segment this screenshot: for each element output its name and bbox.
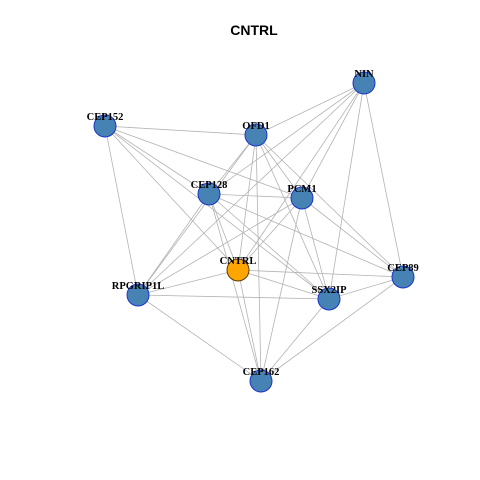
node-label-nin: NIN (354, 69, 374, 80)
edge-cep152-cep128 (104, 125, 210, 195)
node-label-cep89: CEP89 (387, 263, 419, 274)
edge-ofd1-cep128 (208, 134, 257, 195)
node-label-rpgrip1l: RPGRIP1L (112, 281, 165, 292)
node-label-cep128: CEP128 (191, 180, 228, 191)
edge-pcm1-cep162 (260, 197, 303, 382)
edge-cep152-ssx2ip (104, 125, 330, 300)
edge-ssx2ip-cep89 (328, 276, 404, 300)
edge-nin-cntrl (237, 82, 365, 271)
node-label-pcm1: PCM1 (287, 184, 316, 195)
edge-cep128-rpgrip1l (137, 193, 210, 296)
edge-rpgrip1l-cep162 (137, 294, 262, 382)
node-label-cep162: CEP162 (243, 367, 280, 378)
edge-cep152-ofd1 (104, 125, 257, 136)
edge-ofd1-cntrl (237, 134, 257, 271)
node-label-ssx2ip: SSX2IP (311, 285, 347, 296)
nodes-layer (93, 71, 415, 393)
edge-ofd1-rpgrip1l (137, 134, 257, 296)
edge-ofd1-ssx2ip (255, 134, 330, 300)
node-label-ofd1: OFD1 (242, 121, 269, 132)
edge-nin-cep128 (208, 82, 365, 195)
node-label-cep152: CEP152 (87, 112, 124, 123)
edge-ofd1-pcm1 (255, 134, 303, 199)
edge-pcm1-cntrl (237, 197, 303, 271)
edge-cntrl-ssx2ip (237, 269, 330, 300)
node-cntrl[interactable] (226, 258, 250, 282)
edge-rpgrip1l-ssx2ip (137, 294, 330, 300)
edge-cep128-cep162 (208, 193, 262, 382)
node-ssx2ip[interactable] (317, 287, 341, 311)
edge-nin-cep89 (363, 82, 404, 278)
edge-nin-rpgrip1l (137, 82, 365, 296)
edge-ofd1-cep89 (255, 134, 404, 278)
edge-nin-ssx2ip (328, 82, 365, 300)
node-cep128[interactable] (197, 182, 221, 206)
edges-layer (104, 82, 404, 382)
edge-cntrl-cep89 (237, 269, 404, 278)
edge-cep89-cep162 (260, 276, 404, 382)
edge-cep128-ssx2ip (208, 193, 330, 300)
edge-cep152-pcm1 (104, 125, 303, 199)
node-pcm1[interactable] (290, 186, 314, 210)
node-cep152[interactable] (93, 114, 117, 138)
edge-nin-ofd1 (255, 82, 365, 136)
edge-cep128-cep89 (208, 193, 404, 278)
edge-nin-pcm1 (301, 82, 365, 199)
edge-cep152-cntrl (104, 125, 239, 271)
node-cep162[interactable] (249, 369, 273, 393)
edge-cep128-cntrl (208, 193, 239, 271)
node-rpgrip1l[interactable] (126, 283, 150, 307)
node-ofd1[interactable] (244, 123, 268, 147)
node-nin[interactable] (352, 71, 376, 95)
node-label-cntrl: CNTRL (220, 256, 257, 267)
edge-ssx2ip-cep162 (260, 298, 330, 382)
edge-pcm1-ssx2ip (301, 197, 330, 300)
edge-cntrl-cep162 (237, 269, 262, 382)
node-cep89[interactable] (391, 265, 415, 289)
edge-ofd1-cep162 (255, 134, 262, 382)
edge-cep152-rpgrip1l (104, 125, 139, 296)
edge-pcm1-cep89 (301, 197, 404, 278)
edge-pcm1-rpgrip1l (137, 197, 303, 296)
diagram-title: CNTRL (230, 22, 278, 38)
edge-cntrl-rpgrip1l (137, 269, 239, 296)
edge-cep128-pcm1 (208, 193, 303, 199)
